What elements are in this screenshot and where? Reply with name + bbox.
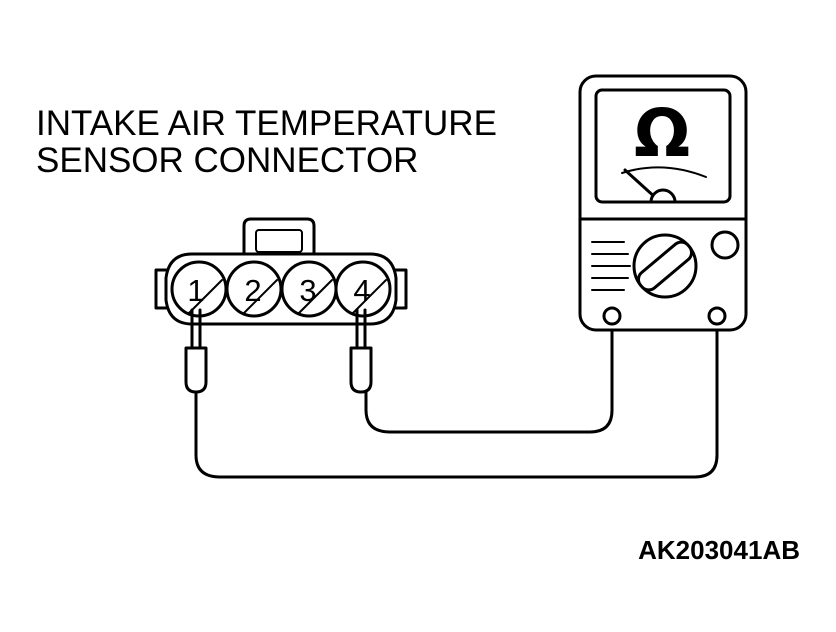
pin-number-1: 1	[187, 273, 204, 308]
pin-cavity-4	[334, 260, 392, 318]
jack-left	[602, 306, 622, 326]
test-lead-pin4	[364, 316, 614, 434]
pin-hatch-2	[242, 279, 278, 315]
pin-hatch-4	[351, 279, 387, 315]
pin-number-3: 3	[299, 273, 316, 308]
reference-code: AK203041AB	[638, 535, 800, 565]
pin-hatch-1	[187, 279, 223, 315]
meter-scale-arc	[621, 166, 707, 178]
probe-right	[349, 308, 373, 394]
sensor-connector: 1 2 3 4	[154, 217, 408, 326]
connector-latch-window	[255, 229, 303, 253]
pin-number-4: 4	[353, 273, 370, 308]
test-lead-pin1	[194, 316, 719, 479]
probe-left	[184, 308, 208, 394]
pin-number-2: 2	[244, 273, 261, 308]
title-line-2: SENSOR CONNECTOR	[36, 141, 418, 180]
meter-needle	[623, 168, 659, 201]
jack-right	[707, 306, 727, 326]
needle-pivot	[649, 188, 677, 204]
pin-hatch-3	[297, 279, 333, 315]
title-line-1: INTAKE AIR TEMPERATURE	[36, 104, 497, 143]
ohmmeter: Ω	[578, 74, 748, 332]
selector-knob-handle	[637, 240, 693, 292]
zero-adjust-button	[710, 230, 740, 260]
ohm-symbol: Ω	[634, 95, 690, 172]
